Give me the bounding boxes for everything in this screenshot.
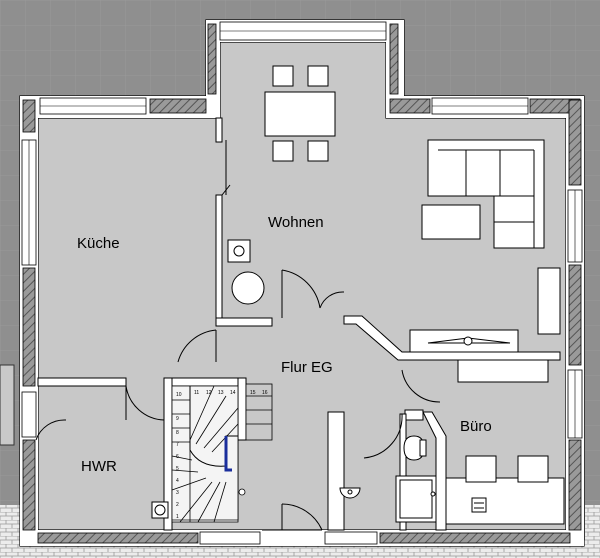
printer bbox=[471, 497, 487, 513]
stair-step-number: 15 bbox=[250, 390, 256, 396]
stair-step-number: 11 bbox=[194, 390, 199, 396]
stair-step-number: 16 bbox=[262, 390, 268, 396]
room-label-buero: Büro bbox=[460, 418, 492, 435]
stair-step-number: 6 bbox=[176, 454, 179, 460]
stair-handrail bbox=[224, 436, 232, 472]
stair-step-number: 12 bbox=[206, 390, 212, 396]
stair-step-number: 8 bbox=[176, 430, 179, 436]
stair-step-number: 9 bbox=[176, 416, 179, 422]
stair-step-number: 10 bbox=[176, 392, 182, 398]
room-label-wohnen: Wohnen bbox=[268, 214, 324, 231]
office-cabinet bbox=[457, 359, 549, 383]
paving-right bbox=[585, 505, 600, 558]
stair-step-number: 7 bbox=[176, 442, 179, 448]
stair-step-number: 13 bbox=[218, 390, 224, 396]
room-label-kueche: Küche bbox=[77, 235, 120, 252]
exterior-walls bbox=[19, 19, 585, 547]
coffee-table bbox=[421, 204, 481, 240]
dining-chair bbox=[307, 140, 329, 162]
room-label-flur: Flur EG bbox=[281, 359, 333, 376]
stair-step-number: 4 bbox=[176, 478, 179, 484]
interior-walls bbox=[37, 117, 561, 531]
bathroom-fixtures bbox=[339, 435, 437, 523]
staircase bbox=[171, 383, 273, 523]
stair-step-number: 14 bbox=[230, 390, 236, 396]
stair-step-number: 5 bbox=[176, 466, 179, 472]
dining-chair bbox=[272, 140, 294, 162]
round-table bbox=[231, 271, 265, 305]
room-label-hwr: HWR bbox=[81, 458, 117, 475]
hwr-fixtures bbox=[151, 501, 169, 519]
stair-step-number: 2 bbox=[176, 502, 179, 508]
living-room-fixtures bbox=[227, 239, 519, 353]
tv-board bbox=[537, 267, 561, 335]
paving-left bbox=[0, 505, 22, 558]
dining-chair bbox=[272, 65, 294, 87]
stair-step-number: 3 bbox=[176, 490, 179, 496]
dining-set bbox=[264, 65, 336, 162]
stair-step-numbers: 1 2 3 4 5 6 7 8 9 10 11 12 13 14 15 16 bbox=[176, 390, 268, 520]
stair-step-number: 1 bbox=[176, 514, 179, 520]
dining-chair bbox=[307, 65, 329, 87]
office-chair bbox=[465, 455, 497, 483]
desk bbox=[445, 477, 565, 525]
dining-table bbox=[264, 91, 336, 137]
terrace-left bbox=[0, 364, 15, 446]
office-furniture bbox=[445, 359, 565, 525]
sofa-set bbox=[421, 139, 561, 335]
corner-sofa bbox=[427, 139, 545, 249]
doors bbox=[35, 140, 441, 531]
office-chair bbox=[517, 455, 549, 483]
